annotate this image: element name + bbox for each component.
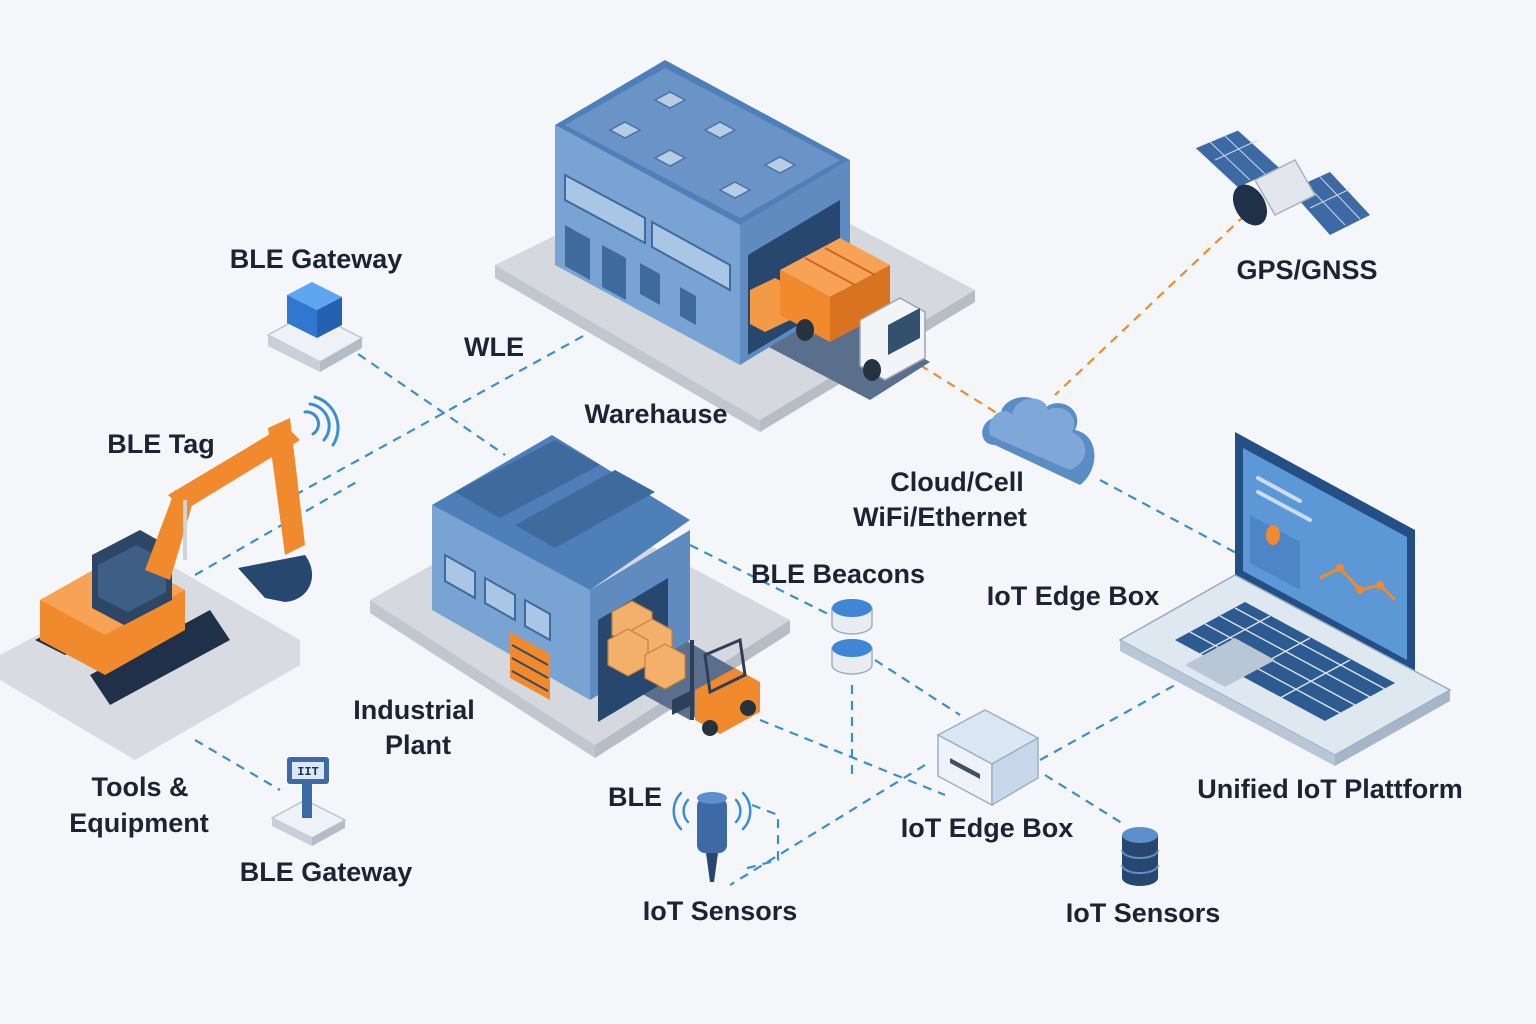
gateway-screen-text: IIT <box>297 765 319 779</box>
link-tag-to-warehouse <box>294 334 586 496</box>
label-cloud-line1: Cloud/Cell <box>890 467 1024 497</box>
label-unified-platform: Unified IoT Plattform <box>1197 774 1463 804</box>
label-wle: WLE <box>464 332 524 362</box>
iot-edge-box-icon <box>936 709 1040 807</box>
label-tools-line2: Equipment <box>69 808 209 838</box>
label-ble-tag: BLE Tag <box>107 429 215 459</box>
link-cloud-to-laptop <box>1099 479 1241 556</box>
link-sensor-loop <box>739 803 780 872</box>
label-iot-sensors-left: IoT Sensors <box>642 896 798 926</box>
label-warehouse: Warehause <box>584 399 728 429</box>
laptop-icon <box>1118 432 1452 766</box>
satellite-icon <box>1194 129 1370 235</box>
truck-icon <box>780 238 926 381</box>
link-forklift-to-edge <box>759 718 946 797</box>
ble-tag-signal-icon <box>303 395 340 447</box>
link-gateway-to-plant <box>344 344 506 456</box>
label-iot-edge-box-upper: IoT Edge Box <box>986 581 1160 611</box>
excavator-icon <box>0 418 313 760</box>
label-industrial-line2: Plant <box>384 730 452 760</box>
cloud-icon <box>982 397 1095 485</box>
label-ble: BLE <box>608 782 662 812</box>
label-tools-line1: Tools & <box>91 772 189 802</box>
link-tools-to-gateway <box>194 739 281 791</box>
label-gps-gnss: GPS/GNSS <box>1236 255 1378 285</box>
label-ble-beacons: BLE Beacons <box>750 559 926 589</box>
database-sensor-icon <box>1121 827 1159 886</box>
link-beacons-to-edge <box>874 659 961 716</box>
sensor-probe-icon <box>672 791 752 882</box>
label-industrial-line1: Industrial <box>353 695 475 725</box>
link-edge-to-sensor <box>729 764 926 886</box>
connection-lines <box>194 214 1246 886</box>
link-edge-to-laptop <box>1039 684 1176 761</box>
label-cloud-line2: WiFi/Ethernet <box>853 502 1027 532</box>
forklift-icon <box>672 637 760 736</box>
label-iot-edge-box-lower: IoT Edge Box <box>900 813 1074 843</box>
link-satellite-to-cloud <box>1054 214 1246 396</box>
link-plant-to-beacons <box>689 544 841 621</box>
ble-gateway-icon <box>266 282 364 372</box>
label-iot-sensors-right: IoT Sensors <box>1065 898 1221 928</box>
label-ble-gateway-top: BLE Gateway <box>229 244 403 274</box>
ble-gateway-icon: IIT <box>270 757 347 846</box>
industrial-plant-icon <box>370 435 790 758</box>
label-ble-gateway-bottom: BLE Gateway <box>239 857 413 887</box>
ble-beacon-icon <box>831 599 873 675</box>
